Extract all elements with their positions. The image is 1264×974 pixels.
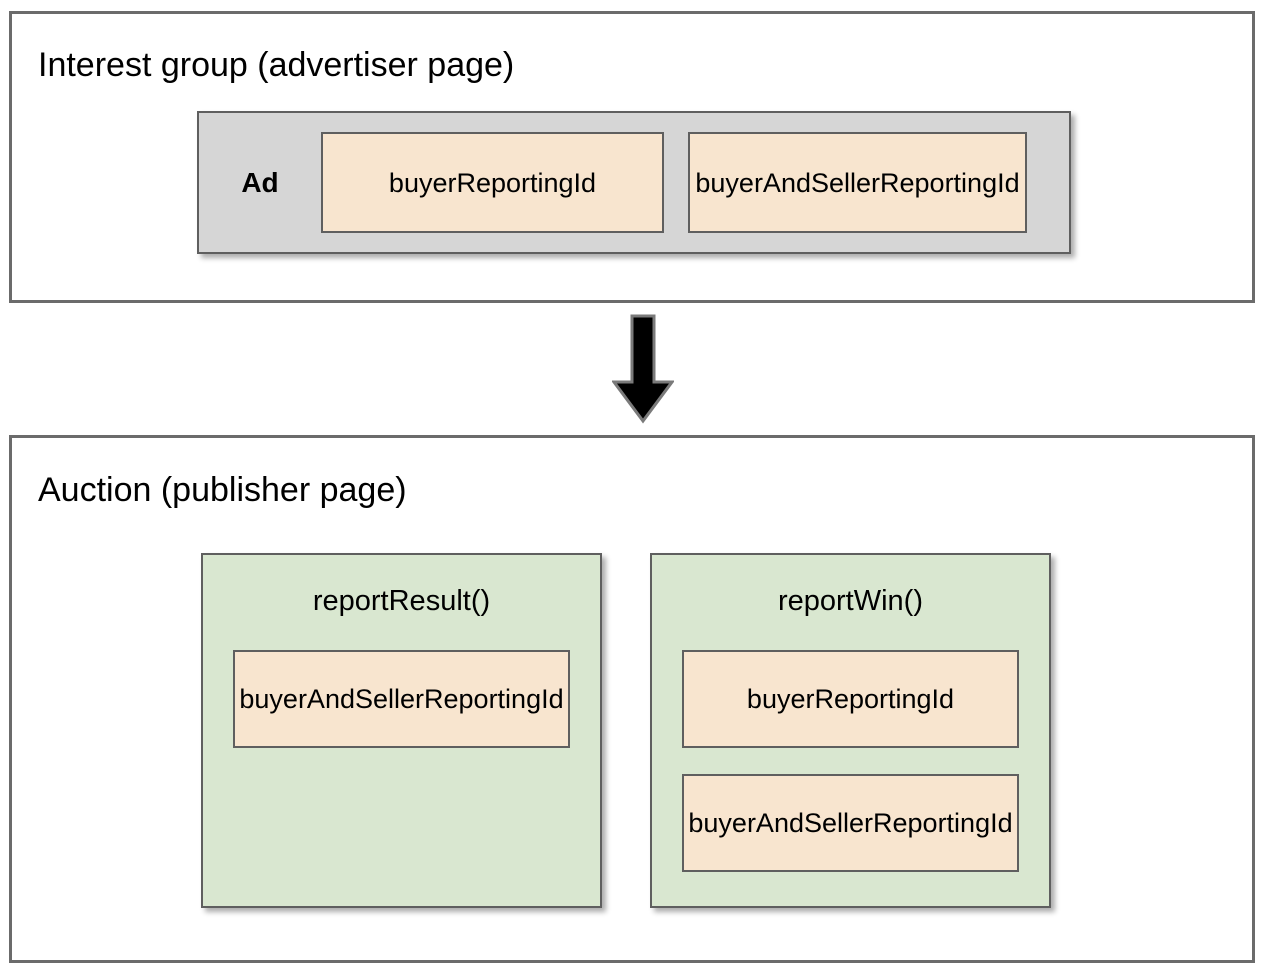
- function-name-report-result: reportResult(): [312, 585, 491, 617]
- section-interest-group: Interest group (advertiser page) Ad buye…: [9, 11, 1255, 303]
- function-fields-report-win: buyerReportingId buyerAndSeller Reportin…: [682, 650, 1019, 872]
- section-interest-group-title: Interest group (advertiser page): [38, 46, 515, 84]
- field-label-line: buyerAndSeller: [239, 684, 425, 714]
- field-label-line: buyerAndSeller: [695, 167, 881, 198]
- field-label-line: ReportingId: [880, 167, 1020, 198]
- ad-container: Ad buyerReportingId buyerAndSeller Repor…: [197, 111, 1071, 254]
- field-buyer-reporting-id: buyerReportingId: [321, 132, 664, 233]
- field-label-line: ReportingId: [424, 684, 564, 714]
- field-buyer-and-seller-reporting-id: buyerAndSeller ReportingId: [682, 774, 1019, 872]
- field-label-line: buyerAndSeller: [688, 808, 874, 838]
- field-buyer-and-seller-reporting-id: buyerAndSeller ReportingId: [233, 650, 570, 748]
- arrow-down-icon: [611, 314, 675, 424]
- field-buyer-reporting-id: buyerReportingId: [682, 650, 1019, 748]
- function-box-report-result: reportResult() buyerAndSeller ReportingI…: [201, 553, 602, 908]
- section-auction-title: Auction (publisher page): [38, 471, 407, 509]
- function-name-report-win: reportWin(): [777, 585, 923, 617]
- ad-label: Ad: [241, 166, 279, 198]
- field-buyer-and-seller-reporting-id: buyerAndSeller ReportingId: [688, 132, 1027, 233]
- field-spacer: [664, 132, 688, 233]
- function-fields-report-result: buyerAndSeller ReportingId: [233, 650, 570, 748]
- ad-field-row: buyerReportingId buyerAndSeller Reportin…: [321, 132, 1027, 233]
- field-label-line: ReportingId: [873, 808, 1013, 838]
- section-auction: Auction (publisher page): [9, 435, 1255, 963]
- function-box-report-win: reportWin() buyerReportingId buyerAndSel…: [650, 553, 1051, 908]
